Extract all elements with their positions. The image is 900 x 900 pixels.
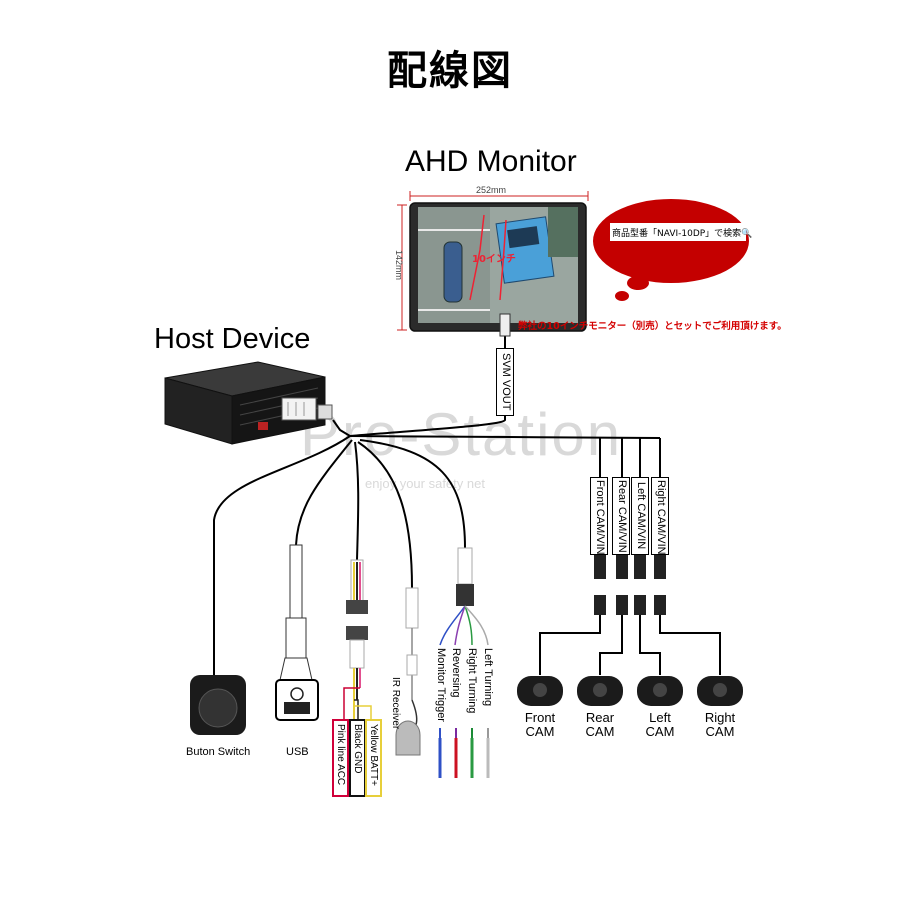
power-yellow-label: Yellow BATT+	[368, 724, 379, 786]
power-graphic	[332, 559, 382, 797]
thought-bubble	[593, 199, 749, 301]
monitor-screen-label: 10インチ	[472, 254, 516, 265]
signal-group-graphic	[438, 547, 490, 778]
left-turning-label: Left Turning	[482, 648, 494, 707]
monitor-trigger-label: Monitor Trigger	[435, 648, 447, 722]
host-device-heading: Host Device	[154, 323, 311, 355]
reversing-label: Reversing	[450, 648, 462, 698]
monitor-note: 弊社の10インチモニター（別売）とセットでご利用頂けます。	[518, 321, 787, 332]
page-title: 配線図	[387, 48, 513, 94]
ir-receiver-label: IR Receiver	[390, 677, 401, 730]
usb-label: USB	[286, 746, 309, 758]
svm-vout-label: SVM VOUT	[496, 348, 514, 416]
ir-receiver-graphic	[395, 587, 421, 756]
right-cam-vin-label: Right CAM/VIN	[651, 477, 669, 555]
button-switch-graphic	[190, 650, 246, 735]
host-device-graphic	[164, 361, 333, 445]
power-pink-label: Pink line ACC	[335, 724, 346, 786]
monitor-height-dimension: 142mm	[394, 250, 404, 281]
left-cam-vin-label: Left CAM/VIN	[631, 477, 649, 555]
harness-wires	[213, 345, 661, 650]
button-switch-label: Buton Switch	[186, 746, 251, 758]
rear-cam-vin-label: Rear CAM/VIN	[612, 477, 630, 555]
power-black-label: Black GND	[352, 724, 363, 774]
watermark-logo: Pro-Station	[300, 401, 623, 468]
monitor-width-dimension: 252mm	[476, 185, 507, 195]
monitor-heading: AHD Monitor	[405, 145, 577, 178]
monitor-graphic	[397, 191, 589, 345]
right-turning-label: Right Turning	[466, 648, 478, 714]
usb-graphic	[275, 544, 319, 721]
camera-wiring	[517, 553, 743, 706]
bubble-search-text: 商品型番「NAVI-10DP」で検索🔍	[612, 229, 753, 239]
front-cam-vin-label: Front CAM/VIN	[590, 477, 608, 555]
